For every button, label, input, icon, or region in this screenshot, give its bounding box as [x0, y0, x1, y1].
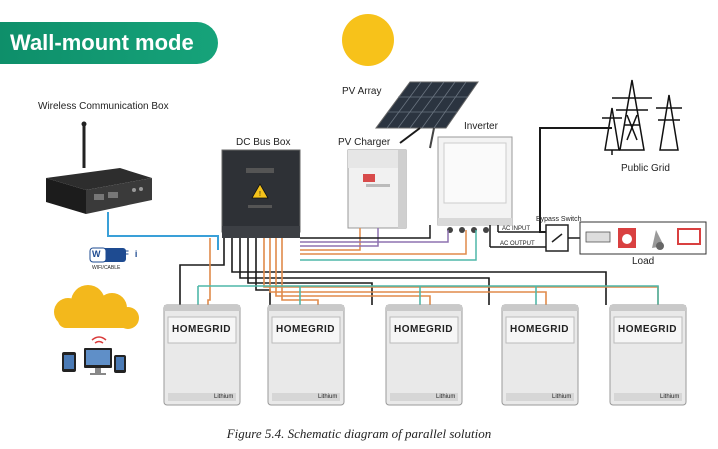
battery-sub-label: Lithium [552, 394, 572, 400]
bypass-switch-icon [545, 224, 569, 252]
load-label: Load [632, 256, 655, 267]
inverter-label: Inverter [464, 121, 498, 132]
battery-cables [179, 238, 659, 305]
battery-unit [609, 304, 687, 406]
devices-icon [62, 336, 126, 375]
tv-icon [677, 228, 701, 245]
load-box [579, 221, 707, 255]
battery-brand-label: HOMEGRID [172, 324, 231, 335]
battery-unit [501, 304, 579, 406]
figure-caption: Figure 5.4. Schematic diagram of paralle… [226, 426, 492, 441]
battery-sub-label: Lithium [436, 394, 456, 400]
sun-icon [342, 14, 394, 66]
battery-brand-label: HOMEGRID [276, 324, 335, 335]
battery-sub-label: Lithium [660, 394, 680, 400]
air-conditioner-icon [585, 231, 611, 243]
battery-brand-label: HOMEGRID [510, 324, 569, 335]
cloud-icon [54, 285, 139, 329]
wifi-cable-text: WIFI/CABLE [92, 265, 121, 271]
pv-charger-icon [347, 149, 407, 229]
battery-brand-label: HOMEGRID [618, 324, 677, 335]
battery-unit [267, 304, 345, 406]
battery-sub-label: Lithium [214, 394, 234, 400]
pv-array-label: PV Array [342, 86, 382, 97]
ac-input-label: AC INPUT [502, 226, 531, 232]
power-tower-icon [602, 79, 682, 155]
battery-group [163, 304, 687, 406]
battery-sub-label: Lithium [318, 394, 338, 400]
bypass-switch-label: Bypass Switch [536, 216, 582, 223]
dc-bus-box-icon: ! [221, 149, 301, 238]
wifi-text: Wi Fi [92, 249, 144, 259]
wireless-box-icon [46, 121, 152, 214]
mode-title-pill: Wall-mount mode [0, 22, 218, 64]
public-grid-label: Public Grid [621, 163, 670, 174]
wifi-badge [89, 247, 126, 263]
pv-array-icon [375, 81, 479, 149]
battery-unit [385, 304, 463, 406]
wireless-box-label: Wireless Communication Box [38, 101, 169, 112]
battery-unit [163, 304, 241, 406]
wifi-signal-icon [91, 336, 107, 341]
battery-brand-label: HOMEGRID [394, 324, 453, 335]
svg-text:!: ! [259, 191, 261, 198]
dc-bus-box-label: DC Bus Box [236, 137, 291, 148]
inverter-icon [437, 136, 513, 233]
ac-output-label: AC OUTPUT [500, 241, 535, 247]
pv-charger-label: PV Charger [338, 137, 391, 148]
